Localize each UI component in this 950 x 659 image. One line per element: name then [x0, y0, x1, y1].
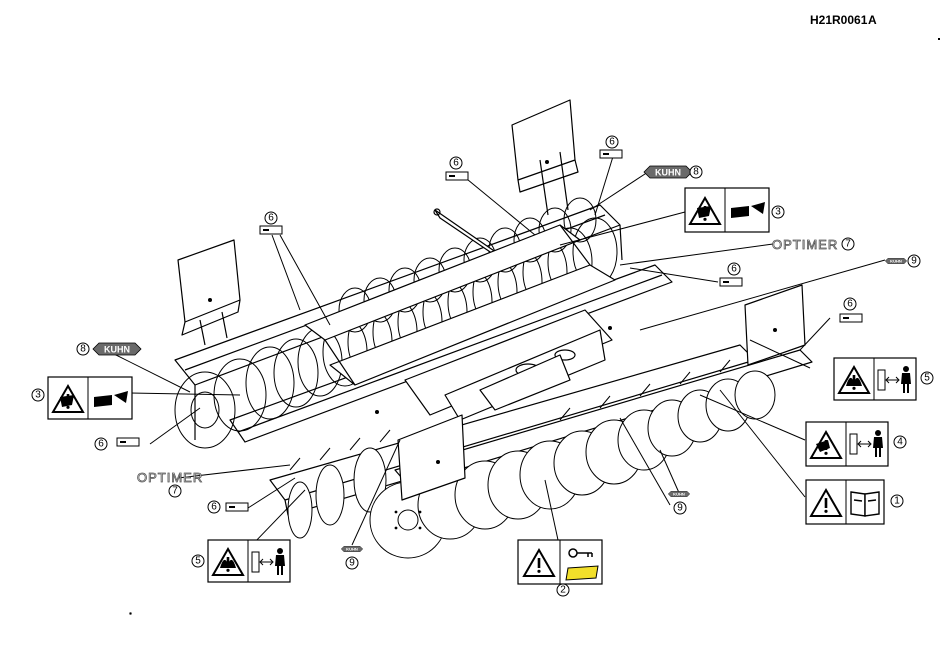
kuhn-logo-large-right: KUHN [644, 166, 692, 178]
callout-6-far-right: 6 [847, 299, 853, 310]
optimer-wordmark-left: OPTIMER [137, 470, 203, 485]
callout-6-right-mid: 6 [731, 264, 737, 275]
callout-6-top-left: 6 [268, 213, 274, 224]
svg-text:KUHN: KUHN [890, 259, 902, 264]
svg-text:KUHN: KUHN [104, 345, 130, 355]
callout-1: 1 [894, 496, 900, 507]
optimer-wordmark-right: OPTIMER [772, 237, 838, 252]
drawing-revision: A [868, 13, 877, 27]
decal-rotating-parts-right [685, 188, 769, 232]
decal-remove-key [518, 540, 602, 584]
machine-drawing [130, 100, 812, 614]
callout-6-top-center: 6 [453, 158, 459, 169]
callout-6-top-right: 6 [609, 137, 615, 148]
callout-2: 2 [560, 585, 566, 596]
decal-rotating-parts-left [48, 377, 132, 419]
callout-3-right: 3 [775, 207, 781, 218]
callout-9-right: 9 [911, 256, 917, 267]
callout-8-right: 8 [693, 167, 699, 178]
callout-9-center: 9 [677, 503, 683, 514]
svg-text:KUHN: KUHN [346, 547, 358, 552]
callout-4: 4 [897, 437, 903, 448]
kuhn-logo-large-left: KUHN [93, 343, 141, 355]
svg-text:KUHN: KUHN [673, 492, 685, 497]
kuhn-logo-small-center: KUHN [668, 491, 690, 496]
manual-book-icon [851, 492, 879, 516]
kuhn-logo-small-left: KUHN [341, 546, 363, 551]
callout-6-left: 6 [98, 439, 104, 450]
decal-crush-distance [806, 422, 888, 466]
callout-5-left: 5 [195, 556, 201, 567]
decal-hot-surface-left [208, 540, 290, 582]
callout-3-left: 3 [35, 390, 41, 401]
svg-text:KUHN: KUHN [655, 168, 681, 178]
callout-6-bottom-left: 6 [211, 502, 217, 513]
callout-5-right: 5 [924, 373, 930, 384]
decal-hot-surface-right [834, 358, 916, 400]
callout-7-right: 7 [845, 239, 851, 250]
callout-7-left: 7 [172, 486, 178, 497]
callout-8-left: 8 [80, 344, 86, 355]
decal-read-manual [806, 480, 884, 524]
callout-9-left: 9 [349, 558, 355, 569]
drawing-reference: H21R0061 [810, 13, 868, 27]
kuhn-logo-small-right: KUHN [885, 258, 907, 263]
manual-book-icon [566, 566, 598, 580]
